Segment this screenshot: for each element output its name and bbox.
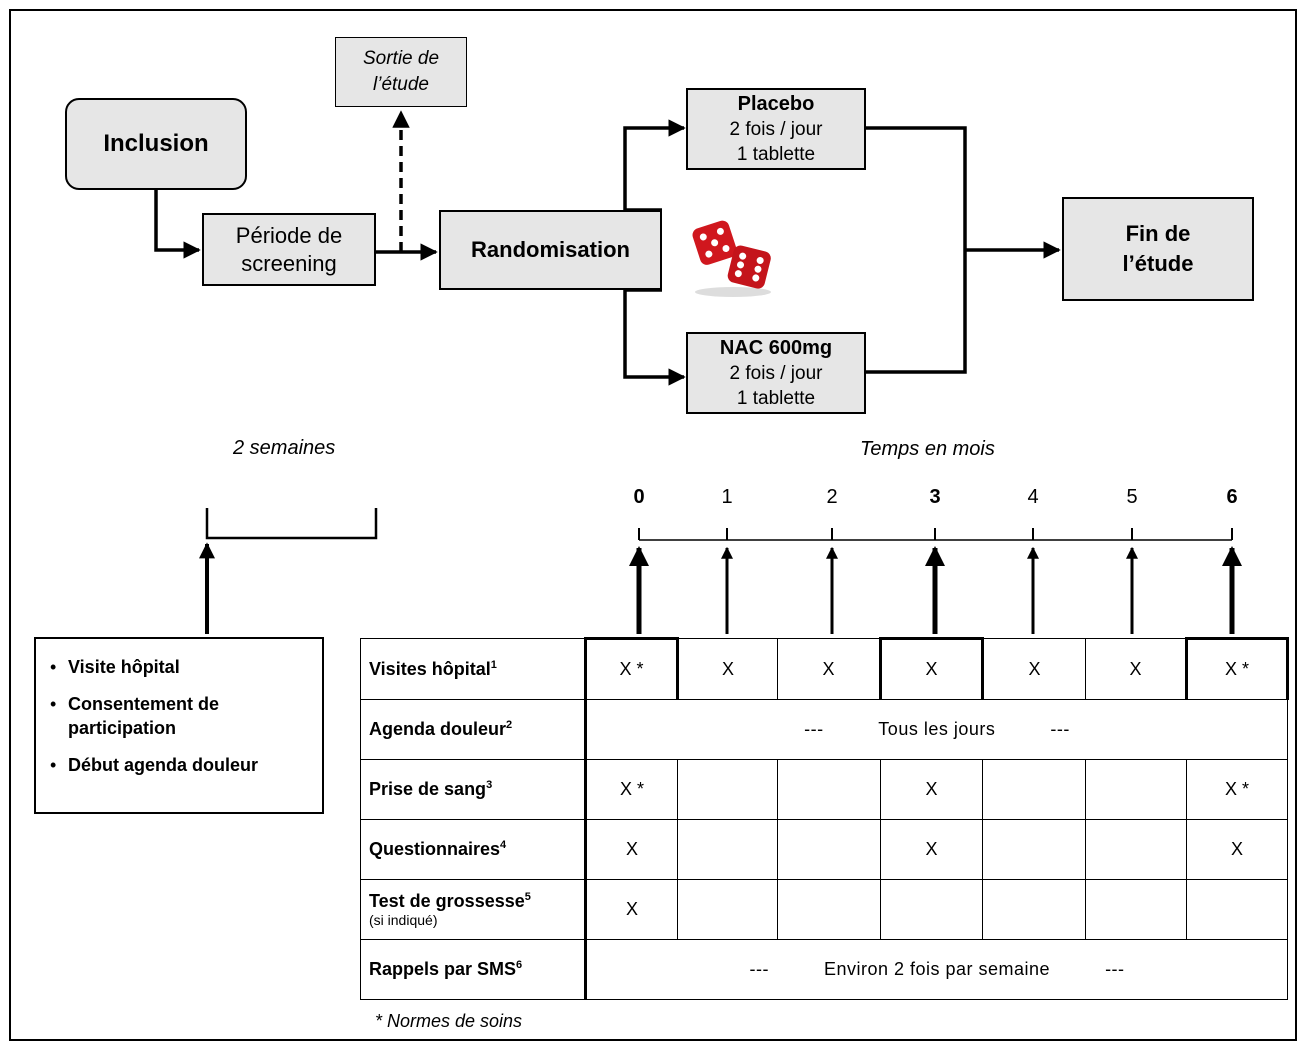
inclusion-info-box: Visite hôpital Consentement de participa… [34, 637, 324, 814]
schedule-cell: X [880, 819, 983, 880]
month-tick-label: 1 [721, 486, 733, 508]
schedule-cell [677, 879, 778, 940]
row-label-footnote-mark: 5 [524, 891, 531, 903]
schedule-cell [982, 819, 1086, 880]
row-label: Questionnaires4 [360, 819, 586, 880]
randomisation-label: Randomisation [471, 237, 630, 262]
schedule-cell: X * [1185, 637, 1289, 700]
schedule-cell [1186, 879, 1288, 940]
row-label-text: Agenda douleur [369, 719, 507, 739]
schedule-cell [982, 759, 1086, 820]
schedule-cell [777, 879, 881, 940]
nac-line-2: 1 tablette [736, 387, 816, 409]
schedule-cell: X [880, 759, 983, 820]
month-tick-label: 2 [826, 486, 838, 508]
randomisation-box: Randomisation [439, 210, 662, 290]
schedule-cell [777, 819, 881, 880]
nac-title: NAC 600mg [719, 336, 833, 359]
placebo-title: Placebo [737, 92, 815, 115]
row-span-cell: --- Environ 2 fois par semaine --- [584, 939, 1288, 1000]
schedule-cell [1085, 879, 1187, 940]
info-item: Début agenda douleur [50, 753, 314, 777]
row-label-text: Prise de sang [369, 779, 487, 799]
sortie-line-1: Sortie de [362, 48, 440, 69]
inclusion-box: Inclusion [65, 98, 247, 190]
nac-line-1: 2 fois / jour [729, 362, 823, 384]
schedule-row: Test de grossesse5 (si indiqué) X [360, 879, 1288, 940]
schedule-row: Rappels par SMS6--- Environ 2 fois par s… [360, 939, 1288, 1000]
footnote: * Normes de soins [375, 1011, 523, 1031]
schedule-row: Agenda douleur2--- Tous les jours --- [360, 699, 1288, 760]
schedule-cell [1085, 759, 1187, 820]
sortie-line-2: l’étude [373, 74, 429, 95]
schedule-cell: X * [584, 637, 679, 700]
row-label: Agenda douleur2 [360, 699, 586, 760]
schedule-cell: X * [1186, 759, 1288, 820]
schedule-cell: X [1186, 819, 1288, 880]
schedule-cell [677, 819, 778, 880]
month-tick-label: 0 [633, 486, 645, 508]
schedule-cell: X [677, 638, 778, 700]
screening-duration-label: 2 semaines [233, 437, 336, 459]
schedule-cell: X [584, 879, 678, 940]
row-label-footnote-mark: 1 [490, 658, 497, 671]
placebo-line-2: 1 tablette [736, 143, 816, 165]
sortie-box: Sortie de l’étude [335, 37, 467, 107]
fin-line-1: Fin de [1125, 221, 1191, 246]
schedule-cell: X [584, 819, 678, 880]
schedule-cell: X * [584, 759, 678, 820]
row-label-text: Visites hôpital [369, 658, 491, 679]
axis-label: Temps en mois [860, 438, 995, 460]
fin-box: Fin de l’étude [1062, 197, 1254, 301]
screening-line-1: Période de [235, 222, 343, 248]
fin-line-2: l’étude [1122, 251, 1194, 276]
row-label: Test de grossesse5 (si indiqué) [360, 879, 586, 940]
inclusion-label: Inclusion [103, 130, 209, 157]
row-span-cell: --- Tous les jours --- [584, 699, 1288, 760]
row-label-note: (si indiqué) [369, 912, 438, 928]
row-label: Prise de sang3 [360, 759, 586, 820]
screening-box: Période de screening [202, 213, 376, 286]
month-tick-label: 5 [1126, 486, 1138, 508]
placebo-line-1: 2 fois / jour [729, 118, 823, 140]
row-label-text: Test de grossesse [369, 891, 525, 911]
figure-frame [9, 9, 1297, 1041]
schedule-cell [677, 759, 778, 820]
row-label-footnote-mark: 2 [506, 719, 513, 731]
nac-box: NAC 600mg 2 fois / jour 1 tablette [686, 332, 866, 414]
schedule-cell [1085, 819, 1187, 880]
row-label-footnote-mark: 4 [500, 839, 507, 851]
schedule-cell: X [1085, 638, 1187, 700]
placebo-box: Placebo 2 fois / jour 1 tablette [686, 88, 866, 170]
schedule-cell: X [777, 638, 881, 700]
row-label-footnote-mark: 6 [516, 959, 523, 971]
screening-line-2: screening [241, 250, 337, 276]
month-tick-label: 4 [1027, 486, 1039, 508]
row-label: Visites hôpital1 [360, 638, 587, 700]
schedule-cell [982, 879, 1086, 940]
row-label-text: Questionnaires [369, 839, 501, 859]
dice-icon [692, 220, 771, 297]
month-tick-label: 6 [1226, 486, 1238, 508]
row-label-footnote-mark: 3 [486, 779, 493, 791]
schedule-cell [777, 759, 881, 820]
schedule-cell: X [879, 637, 984, 700]
info-item: Visite hôpital [50, 655, 314, 679]
info-item: Consentement de participation [50, 692, 314, 740]
month-tick-label: 3 [929, 486, 941, 508]
schedule-cell: X [982, 638, 1086, 700]
schedule-cell [880, 879, 983, 940]
row-label-text: Rappels par SMS [369, 959, 517, 979]
row-label: Rappels par SMS6 [360, 939, 586, 1000]
